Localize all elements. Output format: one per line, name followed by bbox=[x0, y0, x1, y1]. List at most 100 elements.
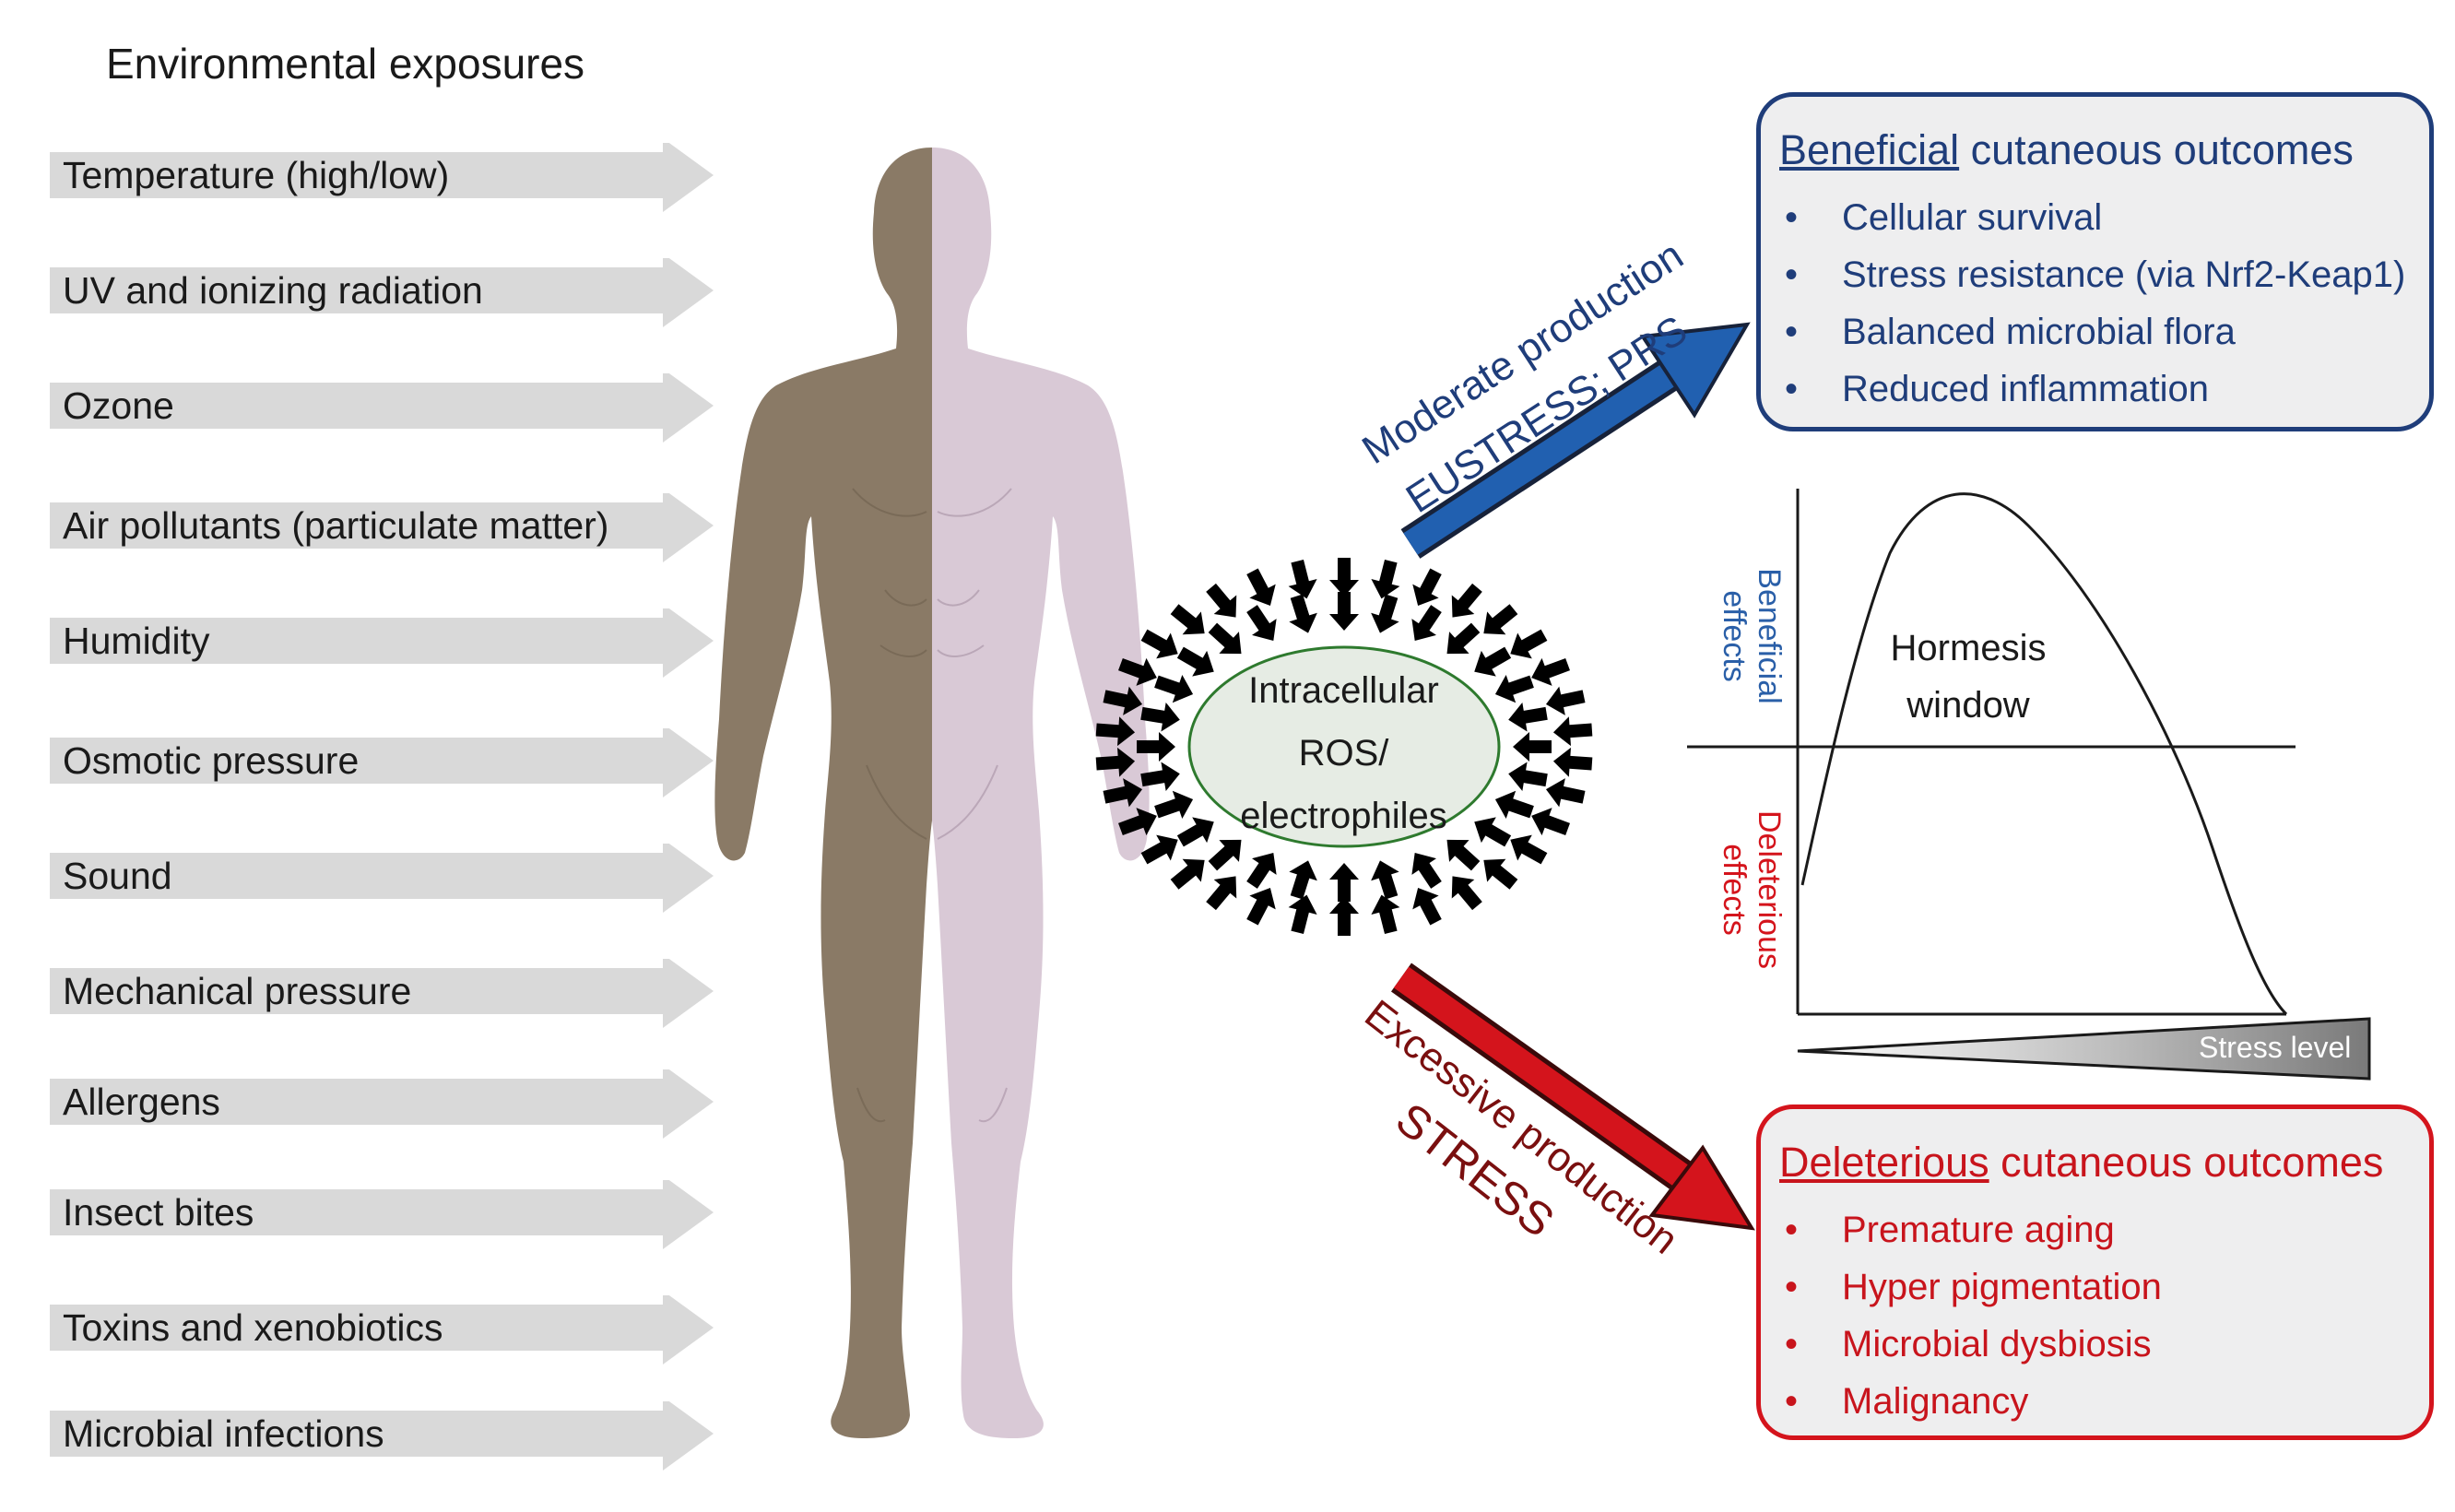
inward-arrow-icon bbox=[1483, 858, 1518, 890]
inward-arrow-icon bbox=[1531, 657, 1570, 686]
inward-arrow-icon bbox=[1140, 762, 1180, 792]
beneficial-heading-rest: cutaneous outcomes bbox=[1959, 126, 2354, 173]
inward-arrow-icon bbox=[1329, 863, 1359, 902]
inward-arrow-icon bbox=[1137, 732, 1175, 762]
ros-line-2: ROS/ bbox=[1298, 733, 1389, 774]
inward-arrow-icon bbox=[1208, 622, 1242, 655]
deleterious-list: •Premature aging•Hyper pigmentation•Micr… bbox=[1768, 1201, 2162, 1430]
inward-arrow-icon bbox=[1411, 605, 1442, 642]
inward-arrow-icon bbox=[1412, 888, 1442, 926]
exposure-arrow-icon bbox=[50, 373, 714, 443]
exposure-item: Insect bites bbox=[50, 1180, 714, 1254]
inward-arrow-icon bbox=[1095, 716, 1136, 747]
exposure-label: Insect bites bbox=[63, 1191, 254, 1234]
bullet-icon: • bbox=[1785, 312, 1799, 352]
inward-arrow-icon bbox=[1289, 594, 1317, 633]
exposure-item: Ozone bbox=[50, 373, 714, 447]
exposure-arrow-icon bbox=[50, 844, 714, 913]
exposure-label: Mechanical pressure bbox=[63, 970, 412, 1012]
inward-arrow-icon bbox=[1451, 876, 1482, 911]
stress-level-wedge bbox=[1797, 1017, 2371, 1081]
inward-arrow-icon bbox=[1508, 762, 1548, 792]
moderate-arrow-icon bbox=[1400, 322, 1751, 559]
hormesis-window-label: Hormesis window bbox=[1853, 620, 2083, 734]
exposure-label: Ozone bbox=[63, 384, 174, 427]
deleterious-outcome-item: • Premature aging bbox=[1768, 1201, 2162, 1258]
inward-arrow-icon bbox=[1510, 834, 1548, 865]
inward-arrow-icon bbox=[1140, 834, 1178, 865]
exposure-arrow-icon bbox=[50, 608, 714, 678]
beneficial-outcome-item-text: Balanced microbial flora bbox=[1842, 312, 2236, 352]
bullet-icon: • bbox=[1785, 1210, 1799, 1250]
exposure-arrow-icon bbox=[50, 728, 714, 797]
inward-arrow-icon bbox=[1246, 568, 1276, 606]
inward-arrow-icon bbox=[1552, 747, 1593, 777]
beneficial-outcome-item-text: Stress resistance (via Nrf2-Keap1) bbox=[1842, 254, 2406, 295]
deleterious-heading-rest: cutaneous outcomes bbox=[1989, 1139, 2384, 1186]
inward-arrow-icon bbox=[1154, 790, 1194, 819]
inward-arrow-icon bbox=[1411, 852, 1442, 889]
deleterious-outcome-item: •Microbial dysbiosis bbox=[1768, 1316, 2162, 1373]
inward-arrow-icon bbox=[1329, 592, 1359, 631]
inward-arrow-icon bbox=[1118, 808, 1157, 836]
inward-arrow-icon bbox=[1246, 605, 1277, 642]
beneficial-outcome-item-text: Reduced inflammation bbox=[1842, 369, 2209, 409]
inward-arrow-icon bbox=[1329, 558, 1359, 597]
exposure-label: Allergens bbox=[63, 1081, 220, 1123]
inward-arrow-icon bbox=[1118, 657, 1157, 686]
exposure-item: UV and ionizing radiation bbox=[50, 258, 714, 332]
bullet-icon: • bbox=[1785, 197, 1799, 238]
deleterious-heading: Deleterious cutaneous outcomes bbox=[1779, 1139, 2383, 1187]
bullet-icon: • bbox=[1785, 1267, 1799, 1307]
exposure-arrow-icon bbox=[50, 493, 714, 562]
exposure-item: Osmotic pressure bbox=[50, 728, 714, 802]
beneficial-outcome-item: • Balanced microbial flora bbox=[1768, 303, 2405, 360]
inward-arrow-icon bbox=[1103, 778, 1143, 808]
deleterious-outcome-item-text: Microbial dysbiosis bbox=[1842, 1324, 2152, 1364]
inward-arrow-icon bbox=[1545, 686, 1586, 715]
hormesis-window-line-2: window bbox=[1906, 685, 2030, 726]
inward-arrow-icon bbox=[1176, 817, 1214, 847]
hormesis-curve bbox=[1800, 492, 2288, 1016]
exposure-label: Humidity bbox=[63, 620, 210, 662]
exposure-item: Sound bbox=[50, 844, 714, 917]
hormesis-window-line-1: Hormesis bbox=[1890, 628, 2047, 668]
inward-arrow-icon bbox=[1246, 888, 1276, 926]
deleterious-outcome-item-text: Premature aging bbox=[1842, 1210, 2115, 1250]
exposure-label: Sound bbox=[63, 855, 172, 897]
exposure-item: Toxins and xenobiotics bbox=[50, 1295, 714, 1369]
inward-arrow-icon bbox=[1288, 559, 1317, 599]
exposure-item: Mechanical pressure bbox=[50, 959, 714, 1033]
inward-arrow-icon bbox=[1545, 778, 1586, 808]
inward-arrow-icon bbox=[1140, 702, 1180, 732]
beneficial-list: • Cellular survival • Stress resistance (vi… bbox=[1768, 189, 2405, 418]
exposure-arrow-icon bbox=[50, 258, 714, 327]
inward-arrows-icon bbox=[1095, 558, 1593, 936]
bullet-icon: • bbox=[1785, 254, 1799, 295]
inward-arrow-icon bbox=[1288, 894, 1317, 935]
exposure-label: Microbial infections bbox=[63, 1412, 384, 1455]
inward-arrow-icon bbox=[1513, 732, 1552, 762]
inward-arrow-icon bbox=[1474, 646, 1512, 677]
inward-arrow-icon bbox=[1371, 860, 1399, 900]
inward-arrow-icon bbox=[1510, 629, 1548, 659]
exposure-label: Osmotic pressure bbox=[63, 739, 360, 782]
ros-ellipse bbox=[1187, 645, 1501, 848]
inward-arrow-icon bbox=[1329, 897, 1359, 936]
inward-arrow-icon bbox=[1371, 559, 1400, 599]
exposures-title: Environmental exposures bbox=[106, 40, 585, 88]
inward-arrow-icon bbox=[1412, 568, 1442, 606]
inward-arrow-icon bbox=[1494, 675, 1534, 703]
exposure-label: Toxins and xenobiotics bbox=[63, 1306, 443, 1349]
inward-arrow-icon bbox=[1246, 852, 1277, 889]
deleterious-outcome-item: •Hyper pigmentation bbox=[1768, 1258, 2162, 1316]
inward-arrow-icon bbox=[1371, 594, 1399, 633]
deleterious-heading-underlined: Deleterious bbox=[1779, 1139, 1989, 1186]
beneficial-outcome-item-text: Cellular survival bbox=[1842, 197, 2103, 238]
inward-arrow-icon bbox=[1446, 622, 1481, 655]
exposure-item: Allergens bbox=[50, 1069, 714, 1143]
exposure-label: UV and ionizing radiation bbox=[63, 269, 483, 312]
